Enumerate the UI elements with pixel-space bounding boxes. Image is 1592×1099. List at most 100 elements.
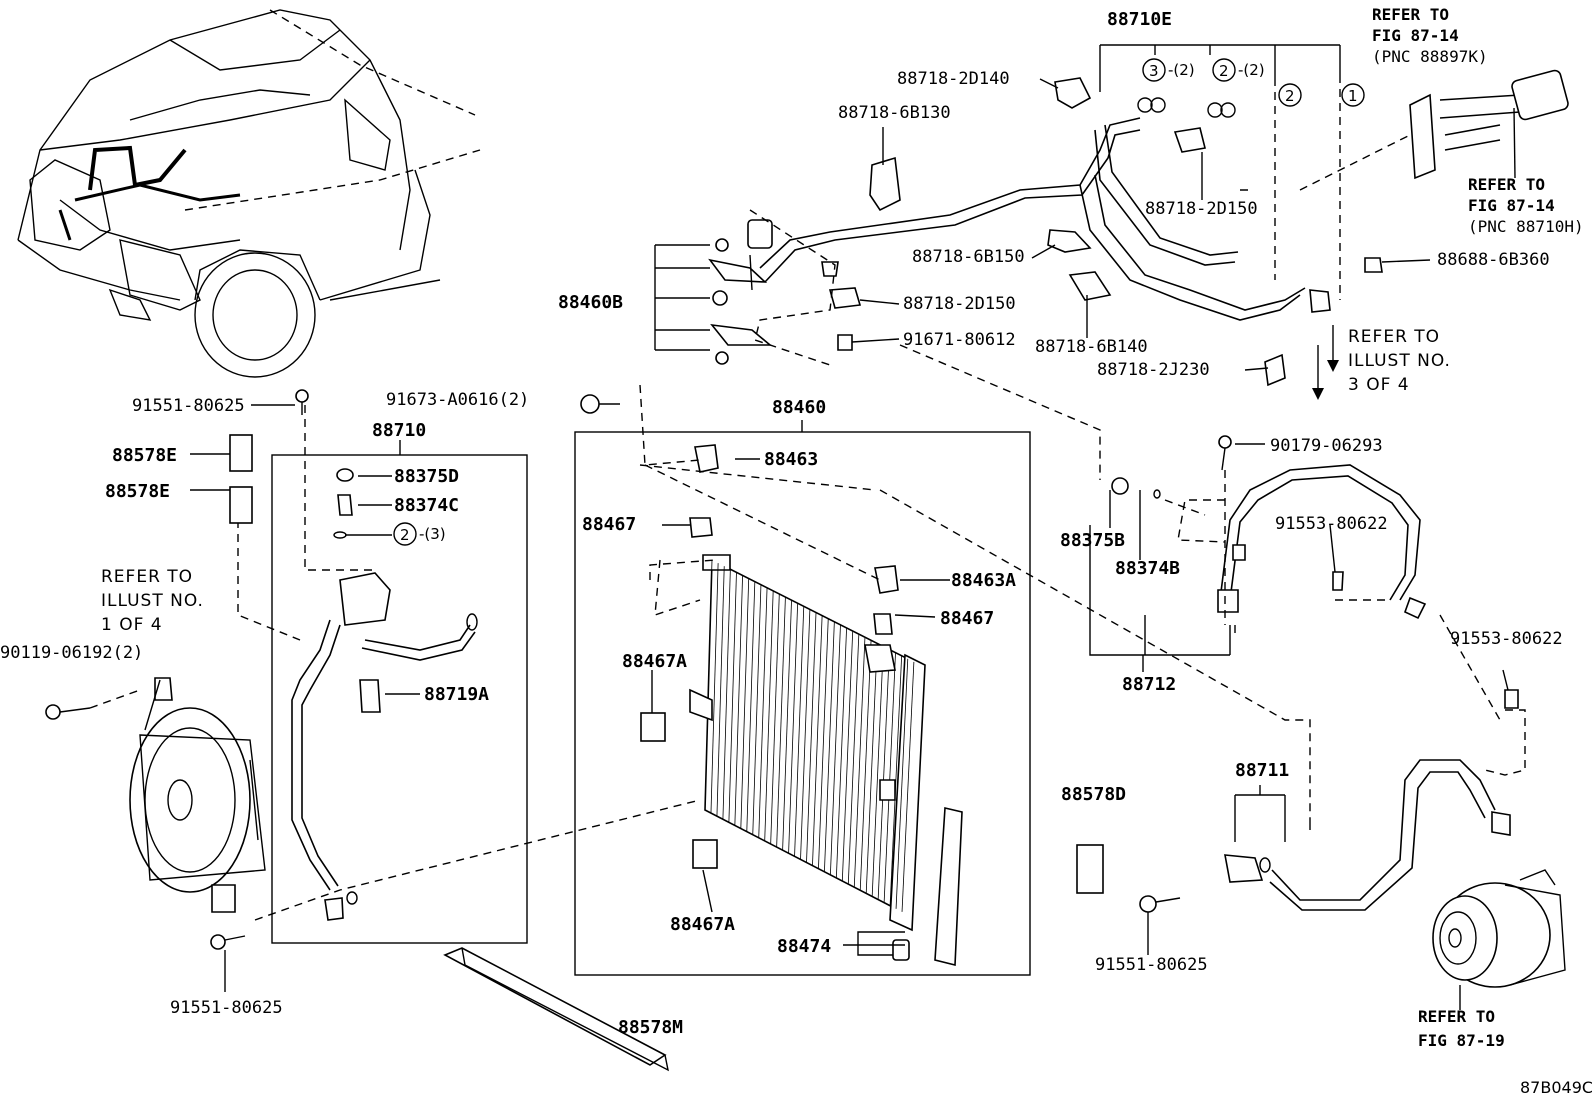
label-88718-6B140: 88718-6B140 (1035, 337, 1148, 357)
qty-circle-2-small-text: 2 (400, 526, 410, 544)
label-88578M: 88578M (618, 1017, 683, 1038)
label-88718-6B130: 88718-6B130 (838, 103, 951, 123)
ref-illust3-line1: REFER TO (1348, 327, 1440, 347)
condenser-fin (883, 652, 896, 903)
ref-fig8714a-line2: FIG 87-14 (1372, 26, 1459, 45)
label-88375D: 88375D (394, 466, 459, 487)
condenser-fin (800, 609, 811, 860)
label-90179-06293: 90179-06293 (1270, 436, 1383, 456)
condenser-fin (806, 612, 817, 863)
label-88374C: 88374C (394, 495, 459, 516)
condenser-fin (889, 655, 903, 906)
label-88374B: 88374B (1115, 558, 1180, 579)
condenser-fin (895, 658, 909, 909)
ref-illust1-line2: ILLUST NO. (101, 591, 204, 611)
ref-fig8719-line2: FIG 87-19 (1418, 1031, 1505, 1050)
receiver-pipe-box (271, 440, 528, 944)
label-91553-80622-b: 91553-80622 (1450, 629, 1563, 649)
label-88718-2J230: 88718-2J230 (1097, 360, 1210, 380)
label-91673-A0616: 91673-A0616(2) (386, 390, 529, 410)
condenser-fin (740, 578, 750, 829)
vehicle-illustration (17, 9, 481, 378)
ref-fig8714b-line1: REFER TO (1468, 175, 1545, 194)
label-88463A: 88463A (951, 570, 1016, 591)
condenser-fin (829, 624, 841, 875)
seal-88578m (443, 947, 669, 1072)
condenser-fin (776, 597, 786, 848)
label-88460B: 88460B (558, 292, 623, 313)
label-88460: 88460 (772, 397, 826, 418)
condenser-fin (746, 581, 756, 832)
condenser-fin (853, 637, 866, 888)
part-labels: 88710E 88718-2D140 88718-6B130 88718-2D1… (0, 9, 1592, 1097)
qty-circle-2 (1212, 58, 1236, 82)
condenser-fin (871, 646, 884, 897)
left-small-parts (229, 389, 309, 524)
condenser-fin (722, 569, 731, 820)
condenser-fin (847, 634, 860, 885)
ref-fig8714b-line2: FIG 87-14 (1468, 196, 1555, 215)
qty-markers: 3 -(2) 2 -(2) 2 1 2 -(3) (393, 58, 1365, 546)
label-88467A-2: 88467A (670, 914, 735, 935)
label-91551-80625-b: 91551-80625 (1095, 955, 1208, 975)
condenser-fin (877, 649, 890, 900)
label-88712: 88712 (1122, 674, 1176, 695)
label-88710: 88710 (372, 420, 426, 441)
condenser-fin (734, 575, 743, 826)
refer-notes: REFER TO FIG 87-14 (PNC 88897K) REFER TO… (101, 5, 1584, 1050)
qty-circle-2-text: 2 (1219, 62, 1229, 80)
condenser-fin (865, 643, 878, 894)
qty-2-paren: -(2) (1238, 61, 1265, 79)
clips-top (821, 77, 1383, 387)
ref-fig8714a-line1: REFER TO (1372, 5, 1449, 24)
label-88718-2D150-top: 88718-2D150 (1145, 199, 1258, 219)
condenser-fin (782, 600, 792, 851)
qty-2-small-paren: -(3) (419, 525, 446, 543)
ref-illust1-line3: 1 OF 4 (101, 615, 163, 635)
condenser-fin (752, 584, 762, 835)
condenser-fin (710, 563, 719, 814)
condenser-fin (728, 572, 737, 823)
label-88463: 88463 (764, 449, 818, 470)
bracket-88460b (654, 209, 836, 366)
condenser-fin (835, 627, 847, 878)
ref-fig8714a-line3: (PNC 88897K) (1372, 47, 1488, 66)
condenser-fin (818, 618, 829, 869)
condenser-fin (794, 606, 805, 857)
drawing-code: 87B049C (1520, 1078, 1592, 1097)
pipe-assembly-top (747, 44, 1569, 321)
ref-fig8714b-line3: (PNC 88710H) (1468, 217, 1584, 236)
condenser-fin (824, 621, 835, 872)
qty-3-paren: -(2) (1168, 61, 1195, 79)
discharge-hose (899, 344, 1427, 656)
label-91553-80622-a: 91553-80622 (1275, 514, 1388, 534)
ref-illust3-line2: ILLUST NO. (1348, 351, 1451, 371)
receiver-pipe (237, 405, 478, 921)
ref-circle-2 (1278, 83, 1302, 107)
condenser (689, 554, 963, 967)
block-88578d (1076, 844, 1104, 894)
condenser-fin (901, 661, 915, 912)
ref-illust3-line3: 3 OF 4 (1348, 375, 1410, 395)
label-88474: 88474 (777, 936, 831, 957)
qty-circle-3-text: 3 (1149, 62, 1159, 80)
condenser-fin (859, 640, 872, 891)
label-88467-a: 88467 (582, 514, 636, 535)
condenser-fin (788, 603, 799, 854)
condenser-group-box (574, 420, 1031, 976)
label-88467A-1: 88467A (622, 651, 687, 672)
label-90119-06192: 90119-06192(2) (0, 643, 143, 663)
condenser-fin (704, 559, 713, 811)
label-88375B: 88375B (1060, 530, 1125, 551)
label-88711: 88711 (1235, 760, 1289, 781)
condenser-fin (716, 566, 725, 817)
label-88718-6B150: 88718-6B150 (912, 247, 1025, 267)
refer-arrows (1312, 325, 1339, 400)
condenser-fin (841, 631, 854, 882)
cooling-fan (45, 677, 266, 950)
qty-circle-3 (1142, 58, 1166, 82)
ref-illust1-line1: REFER TO (101, 567, 193, 587)
label-91551-80625-c: 91551-80625 (170, 998, 283, 1018)
